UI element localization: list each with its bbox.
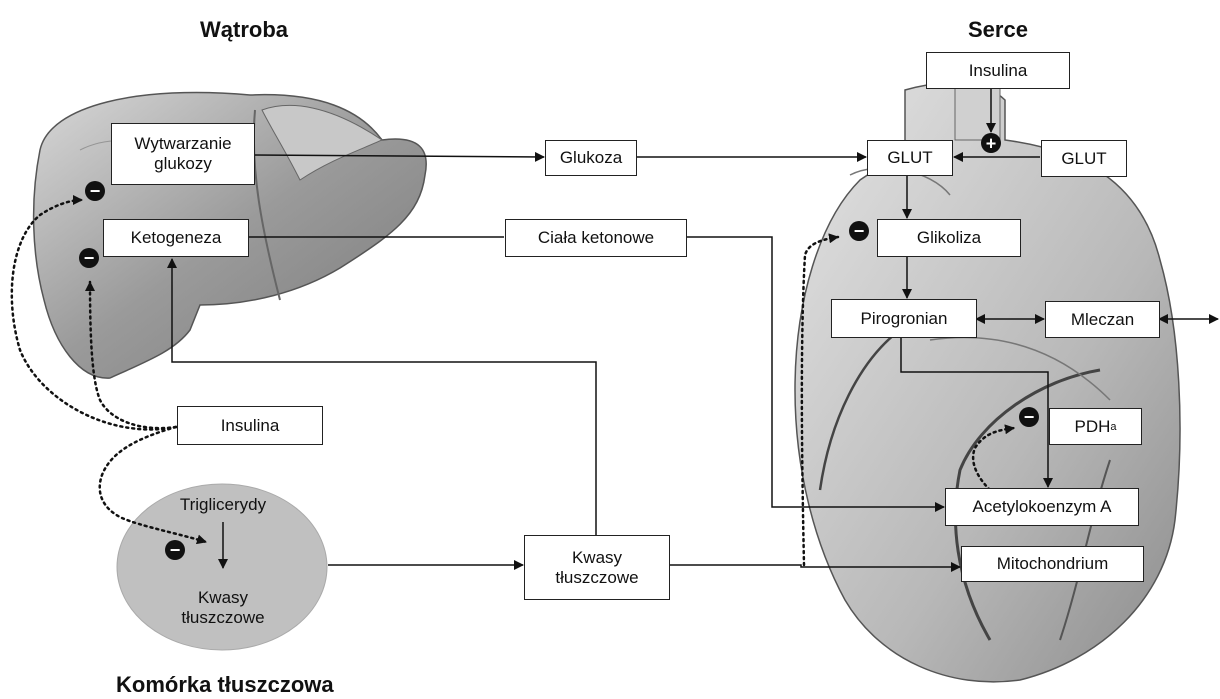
minus-sign-glycolysis: − xyxy=(849,221,869,241)
svg-text:−: − xyxy=(90,181,101,201)
minus-sign-pdh: − xyxy=(1019,407,1039,427)
svg-text:+: + xyxy=(986,134,997,154)
svg-text:−: − xyxy=(84,248,95,268)
svg-text:−: − xyxy=(854,221,865,241)
plus-sign-glut: + xyxy=(981,133,1001,154)
svg-text:−: − xyxy=(170,540,181,560)
svg-text:−: − xyxy=(1024,407,1035,427)
minus-sign-lipolysis: − xyxy=(165,540,185,560)
minus-sign-ketogenesis: − xyxy=(79,248,99,268)
minus-sign-glucose-production: − xyxy=(85,181,105,201)
